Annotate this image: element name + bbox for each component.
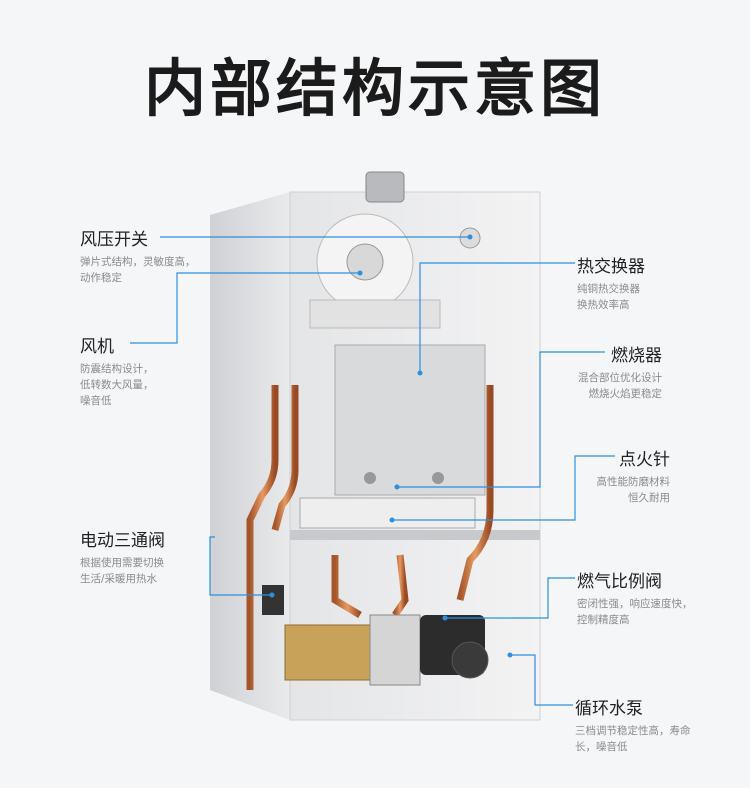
leader-gas-valve bbox=[445, 577, 575, 619]
callout-title: 点火针 bbox=[619, 450, 670, 470]
leader-fan bbox=[130, 272, 360, 344]
callout-desc: 防震结构设计， 低转数大风量， 噪音低 bbox=[80, 363, 154, 407]
leader-burner bbox=[397, 351, 605, 488]
callout-title: 燃烧器 bbox=[611, 346, 662, 366]
burner-part bbox=[299, 497, 476, 529]
callout-title: 热交换器 bbox=[577, 257, 645, 277]
callout-three-way-valve: 电动三通阀 根据使用需要切换 生活/采暖用热水 bbox=[80, 526, 165, 587]
manifold-part bbox=[284, 624, 376, 681]
shelf bbox=[290, 530, 540, 540]
heat-exchanger-part bbox=[334, 344, 486, 496]
flue-outlet bbox=[365, 171, 405, 203]
callout-heat-exchanger: 热交换器 纯铜热交换器 换热效率高 bbox=[577, 252, 645, 313]
callout-desc: 高性能防磨材料 恒久耐用 bbox=[596, 476, 671, 504]
callout-desc: 根据使用需要切换 生活/采暖用热水 bbox=[80, 557, 164, 585]
callout-title: 燃气比例阀 bbox=[577, 572, 662, 592]
callout-burner: 燃烧器 混合部位优化设计 燃烧火焰更稳定 bbox=[578, 341, 662, 402]
callout-desc: 三档调节稳定性高，寿命 长，噪音低 bbox=[575, 725, 691, 753]
leader-three-way-valve bbox=[209, 536, 272, 596]
callout-circulation-pump: 循环水泵 三档调节稳定性高，寿命 长，噪音低 bbox=[575, 694, 691, 755]
leader-pump bbox=[510, 654, 573, 706]
page-title: 内部结构示意图 bbox=[143, 52, 606, 125]
callout-title: 风压开关 bbox=[80, 230, 148, 250]
three-way-valve-part bbox=[262, 585, 284, 615]
callout-pressure-switch: 风压开关 弹片式结构，灵敏度高， 动作稳定 bbox=[80, 225, 196, 286]
callout-desc: 纯铜热交换器 换热效率高 bbox=[577, 283, 640, 311]
gas-valve-part bbox=[369, 614, 421, 686]
callout-title: 电动三通阀 bbox=[80, 531, 165, 551]
callout-ignition-needle: 点火针 高性能防磨材料 恒久耐用 bbox=[597, 445, 671, 506]
callout-desc: 混合部位优化设计 燃烧火焰更稳定 bbox=[578, 372, 662, 400]
callout-gas-proportional-valve: 燃气比例阀 密闭性强，响应速度快， 控制精度高 bbox=[577, 567, 693, 628]
leader-heat-exchanger bbox=[419, 262, 575, 373]
callout-title: 风机 bbox=[80, 337, 114, 357]
callout-title: 循环水泵 bbox=[575, 699, 643, 719]
callout-fan: 风机 防震结构设计， 低转数大风量， 噪音低 bbox=[80, 332, 154, 409]
callout-desc: 弹片式结构，灵敏度高， 动作稳定 bbox=[80, 256, 196, 284]
callout-desc: 密闭性强，响应速度快， 控制精度高 bbox=[577, 598, 693, 626]
leader-ignition-needle bbox=[392, 455, 615, 521]
